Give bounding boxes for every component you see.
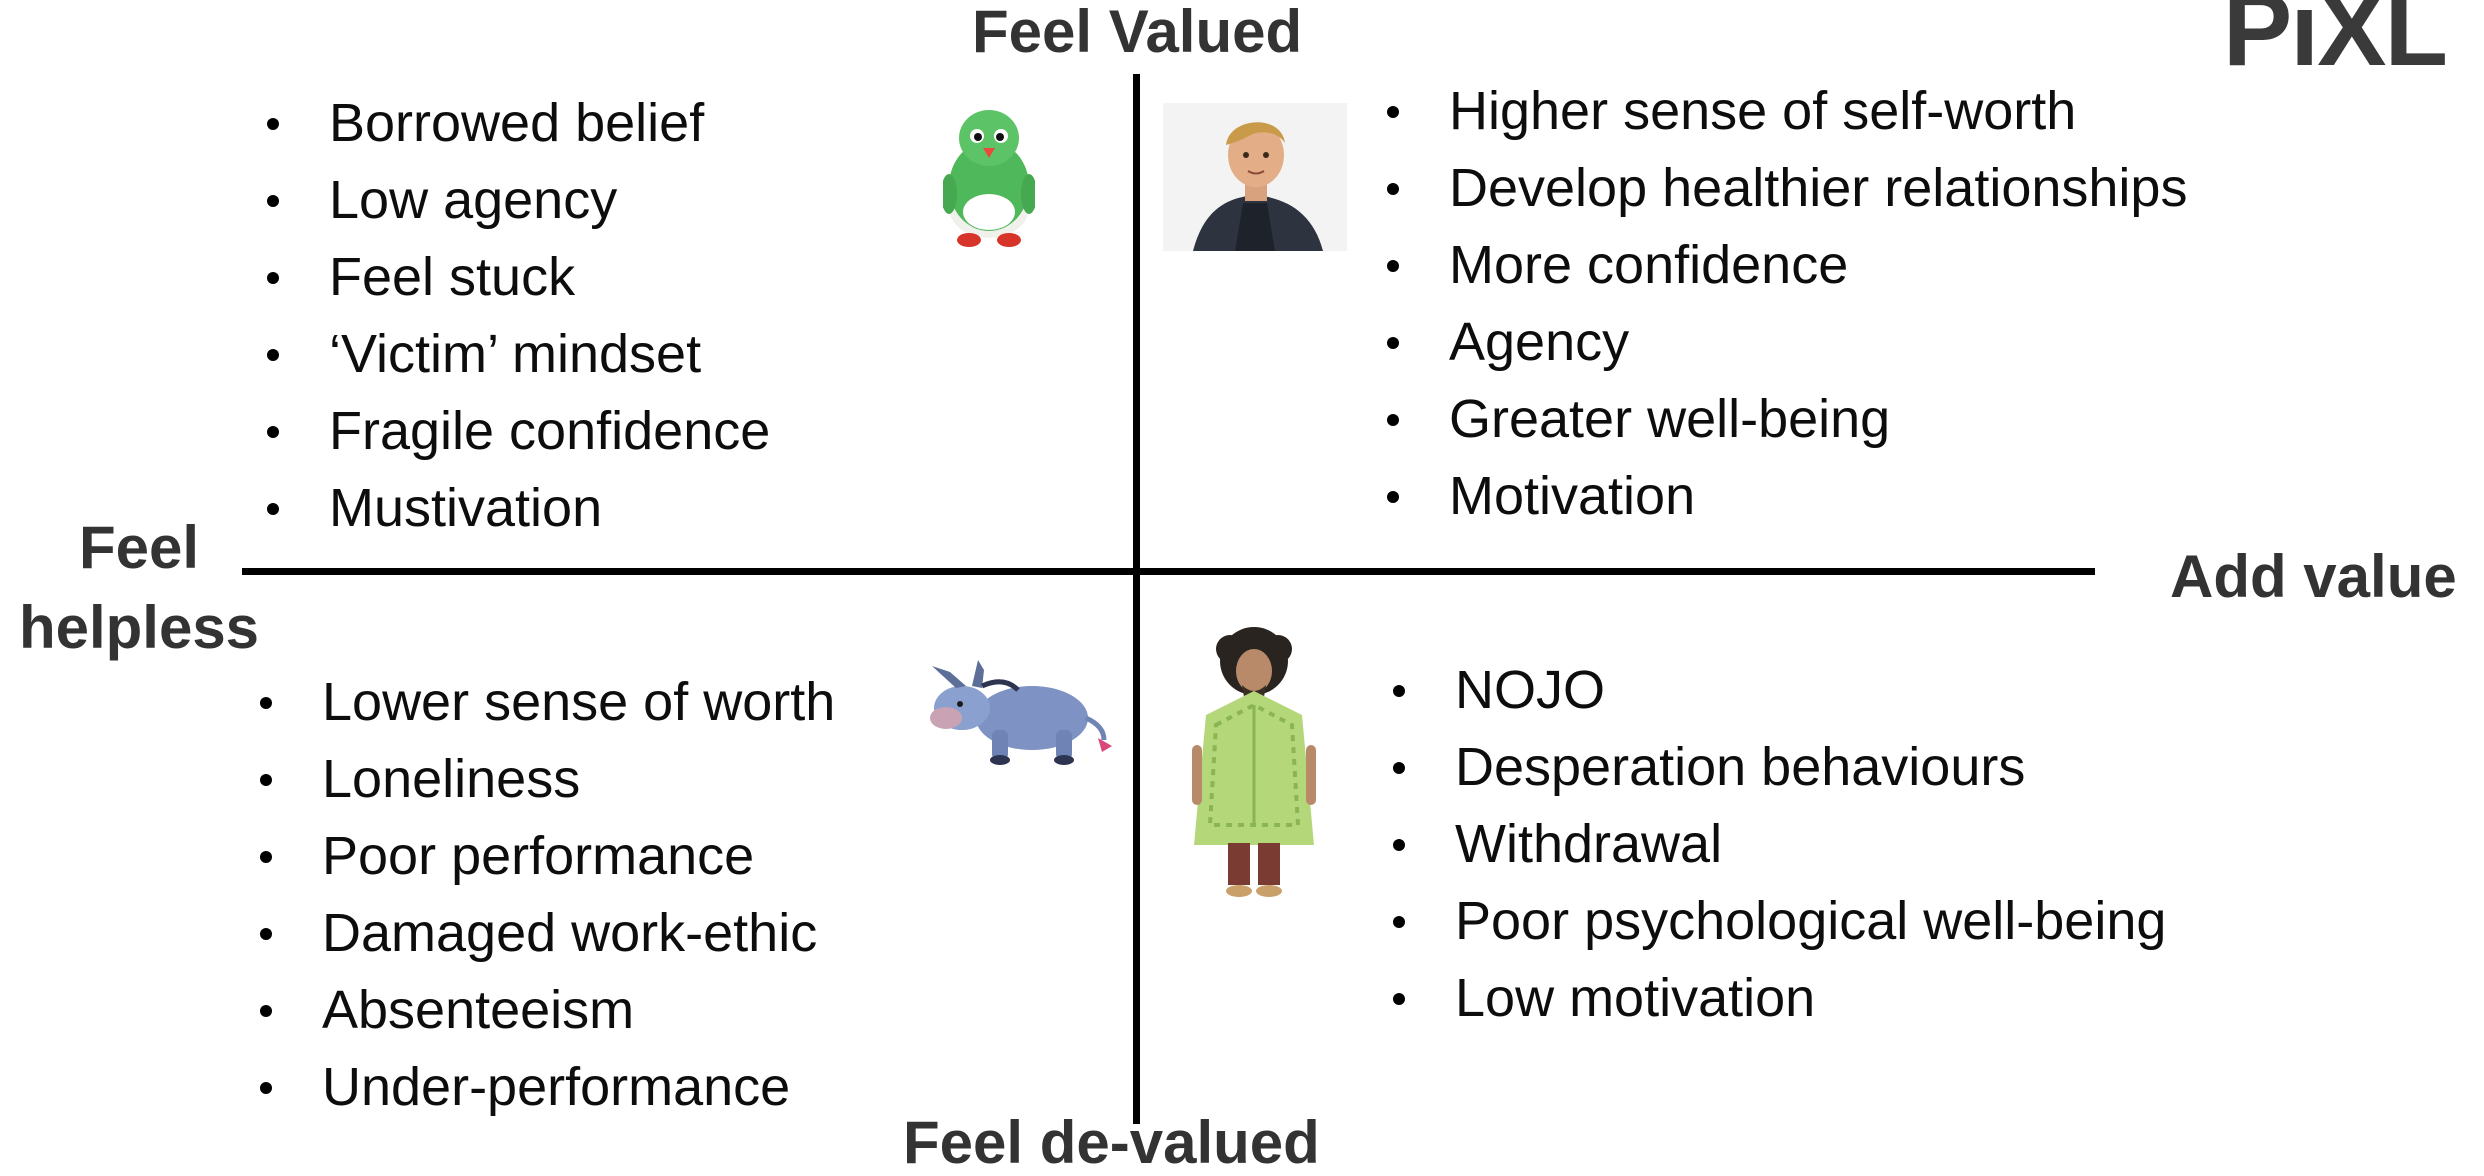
- list-item: Low motivation: [1389, 960, 2166, 1037]
- list-item: Desperation behaviours: [1389, 729, 2166, 806]
- bruno-character-figure-image: [1192, 627, 1316, 897]
- axis-label-left: Feel helpless: [14, 518, 264, 658]
- list-item: Develop healthier relationships: [1383, 150, 2187, 227]
- list-item: Feel stuck: [263, 239, 770, 316]
- list-item: Poor psychological well-being: [1389, 883, 2166, 960]
- list-item: Borrowed belief: [263, 85, 770, 162]
- eeyore-donkey-image: [930, 660, 1112, 765]
- axis-label-left-line2: helpless: [18, 594, 260, 661]
- list-item: Higher sense of self-worth: [1383, 73, 2187, 150]
- list-item: Greater well-being: [1383, 381, 2187, 458]
- vertical-axis: [1133, 74, 1140, 1124]
- axis-label-top: Feel Valued: [972, 0, 1303, 65]
- list-item: Under-performance: [256, 1049, 835, 1126]
- list-item: Withdrawal: [1389, 806, 2166, 883]
- list-item: Loneliness: [256, 741, 835, 818]
- quadrant-top-right-list: Higher sense of self-worth Develop healt…: [1383, 73, 2187, 535]
- kristoff-character-image: [1163, 103, 1347, 251]
- axis-label-bottom: Feel de-valued: [903, 1109, 1320, 1176]
- list-item: Fragile confidence: [263, 393, 770, 470]
- list-item: Low agency: [263, 162, 770, 239]
- horizontal-axis: [242, 568, 2095, 575]
- list-item: Mustivation: [263, 470, 770, 547]
- quadrant-bottom-right-list: NOJO Desperation behaviours Withdrawal P…: [1389, 652, 2166, 1037]
- list-item: Lower sense of worth: [256, 664, 835, 741]
- axis-label-right: Add value: [2170, 543, 2457, 610]
- list-item: Absenteeism: [256, 972, 835, 1049]
- green-penguin-plush-image: [943, 110, 1035, 247]
- quadrant-top-left-list: Borrowed belief Low agency Feel stuck ‘V…: [263, 85, 770, 547]
- list-item: More confidence: [1383, 227, 2187, 304]
- axis-label-left-line1: Feel: [78, 514, 200, 581]
- list-item: Poor performance: [256, 818, 835, 895]
- list-item: Damaged work-ethic: [256, 895, 835, 972]
- list-item: Agency: [1383, 304, 2187, 381]
- pixl-logo: PiXL: [2222, 0, 2448, 88]
- quadrant-bottom-left-list: Lower sense of worth Loneliness Poor per…: [256, 664, 835, 1126]
- list-item: Motivation: [1383, 458, 2187, 535]
- list-item: ‘Victim’ mindset: [263, 316, 770, 393]
- list-item: NOJO: [1389, 652, 2166, 729]
